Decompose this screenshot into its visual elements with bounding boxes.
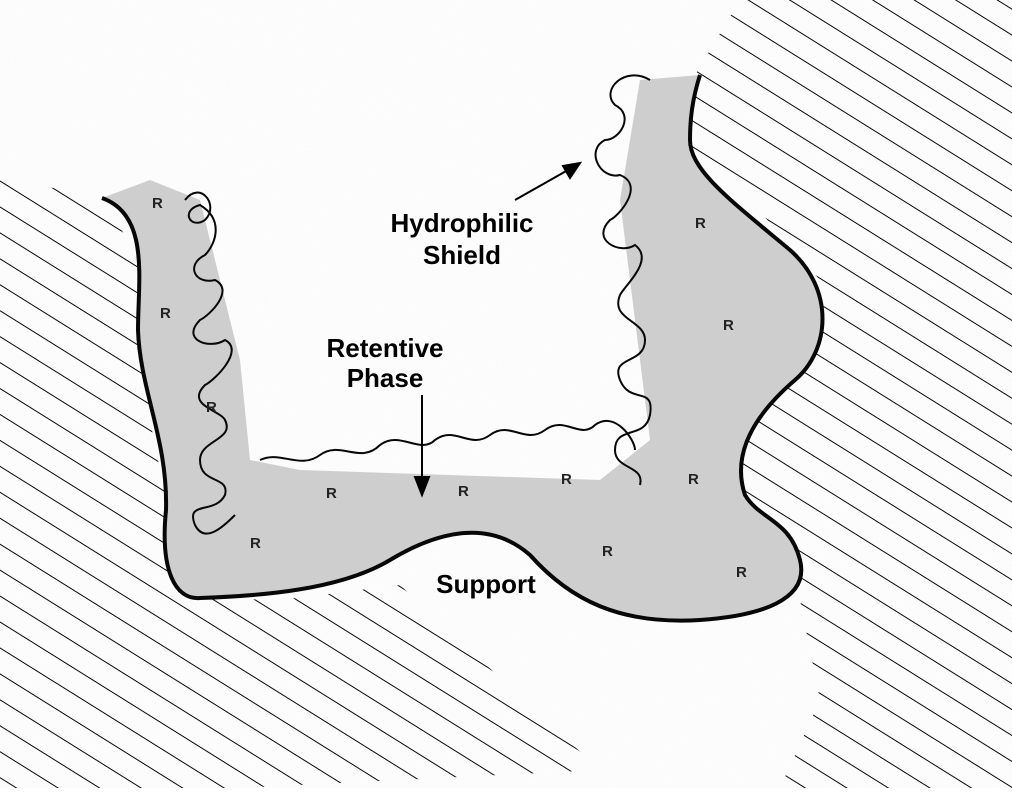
retentive-label-line1: Retentive — [326, 333, 443, 363]
hydrophilic-label-line2: Shield — [423, 240, 501, 270]
hydrophilic-label-line1: Hydrophilic — [390, 208, 533, 238]
r-marker: R — [688, 471, 699, 488]
r-marker: R — [250, 535, 261, 552]
r-marker: R — [326, 485, 337, 502]
r-marker: R — [152, 195, 163, 212]
r-marker: R — [602, 543, 613, 560]
r-marker: R — [695, 215, 706, 232]
r-marker: R — [458, 483, 469, 500]
r-marker: R — [736, 564, 747, 581]
support-label: Support — [436, 569, 536, 599]
r-marker: R — [206, 399, 217, 416]
r-marker: R — [561, 471, 572, 488]
r-marker: R — [723, 317, 734, 334]
retentive-label-line2: Phase — [347, 363, 424, 393]
r-marker: R — [160, 305, 171, 322]
